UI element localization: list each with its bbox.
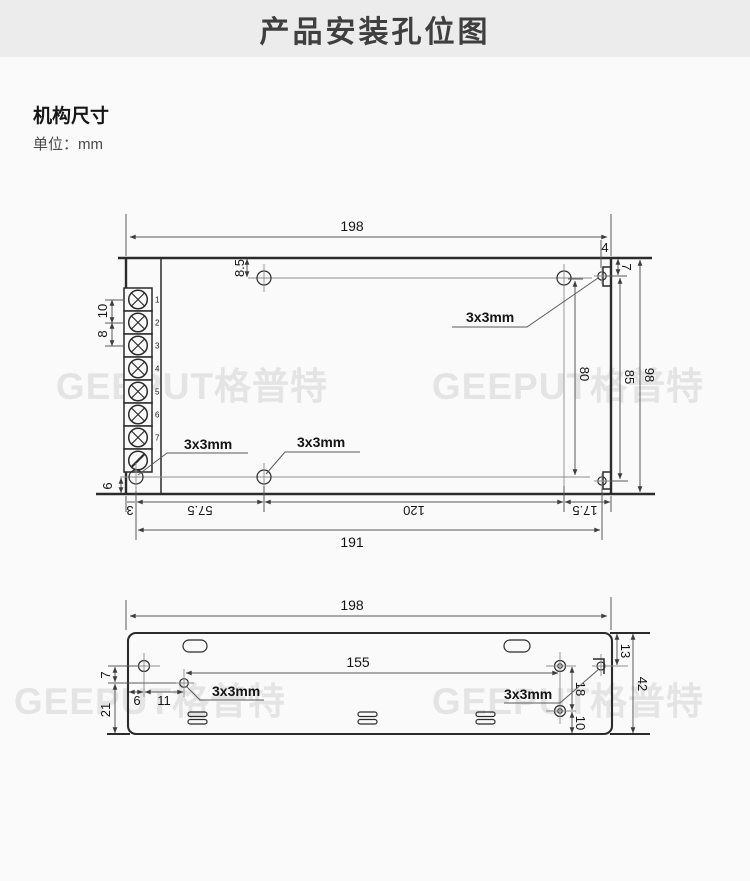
hole-size-label: 3x3mm [297,434,345,450]
watermark-text: GEEPUT格普特 [14,681,286,722]
unit-label: 单位：mm [33,136,103,153]
hole-size-label: 3x3mm [504,686,552,702]
terminal-block: 1 2 3 4 [123,287,160,473]
terminal-number: 2 [155,319,160,328]
terminal-number: 1 [155,296,160,305]
dim-top-hole-offset: 8.5 [232,259,247,277]
dim-hole-seg-b: 120 [403,503,425,518]
dim-terminal-pitch-a: 10 [95,304,110,318]
watermark-text: GEEPUT格普特 [56,366,328,407]
dim-left-edge-offset: 6 [133,693,140,708]
dim-top-overall-height: 98 [642,368,657,382]
hole-size-label: 3x3mm [184,436,232,452]
hole-size-label: 3x3mm [212,683,260,699]
dim-terminal-pitch-b: 8 [95,330,110,337]
terminal-number: 7 [155,434,160,443]
dim-left-hole-pitch: 7 [98,671,113,678]
page-header: 产品安装孔位图 [0,0,750,57]
dim-right-hole-span: 80 [577,367,592,381]
dim-hole-span: 155 [346,654,370,670]
dim-right-bottom-offset: 10 [573,716,588,730]
vent-slats [187,711,496,725]
watermark-text: GEEPUT格普特 [432,681,704,722]
dim-edge-to-hole: 3 [126,503,133,518]
terminal-number: 3 [155,342,160,351]
dim-bottom-hole-offset: 6 [100,482,115,489]
dim-right-hole-pitch: 18 [573,682,588,696]
terminal-number: 6 [155,411,160,420]
ground-screw [123,448,153,473]
watermark-text: GEEPUT格普特 [432,366,704,407]
dim-notch-width: 4 [601,240,608,255]
dim-bottom-overall-width: 198 [340,597,364,613]
top-view: 198 1 2 [95,214,657,550]
hole-size-label: 3x3mm [466,309,514,325]
section-title: 机构尺寸 [33,106,110,127]
terminal-number: 4 [155,365,160,374]
dim-corner-hole-offset: 7 [619,263,634,270]
dim-hole-span-width: 191 [340,534,364,550]
dim-left-bottom-span: 21 [98,703,113,717]
dim-corner-hole-span: 85 [622,370,637,384]
dim-hole-seg-c: 17.5 [572,503,597,518]
dim-corner-offset: 13 [618,644,633,658]
dim-hole-seg-a: 57.5 [187,503,212,518]
terminal-number: 5 [155,388,160,397]
bottom-view: 198 7 [98,597,650,736]
dim-bottom-overall-height: 42 [635,677,650,691]
page-title: 产品安装孔位图 [259,15,491,49]
dim-top-overall-width: 198 [340,218,364,234]
dim-left-hole-span: 11 [157,693,171,708]
